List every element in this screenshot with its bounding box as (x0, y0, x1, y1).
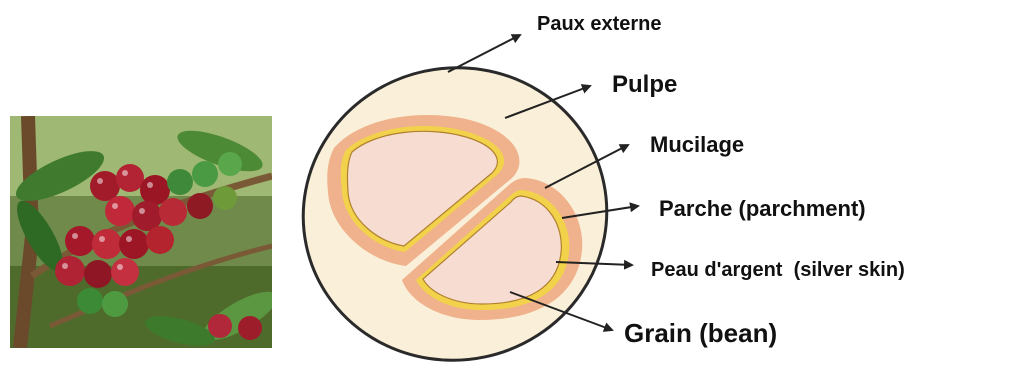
label-bean: Grain (bean) (624, 318, 777, 348)
arrow-outer-skin (448, 35, 520, 72)
label-outer-skin: Paux externe (537, 13, 662, 35)
label-mucilage: Mucilage (650, 132, 744, 157)
label-silver-skin: Peau d'argent (silver skin) (651, 259, 905, 281)
label-parchment: Parche (parchment) (659, 196, 866, 221)
label-pulp: Pulpe (612, 71, 677, 98)
